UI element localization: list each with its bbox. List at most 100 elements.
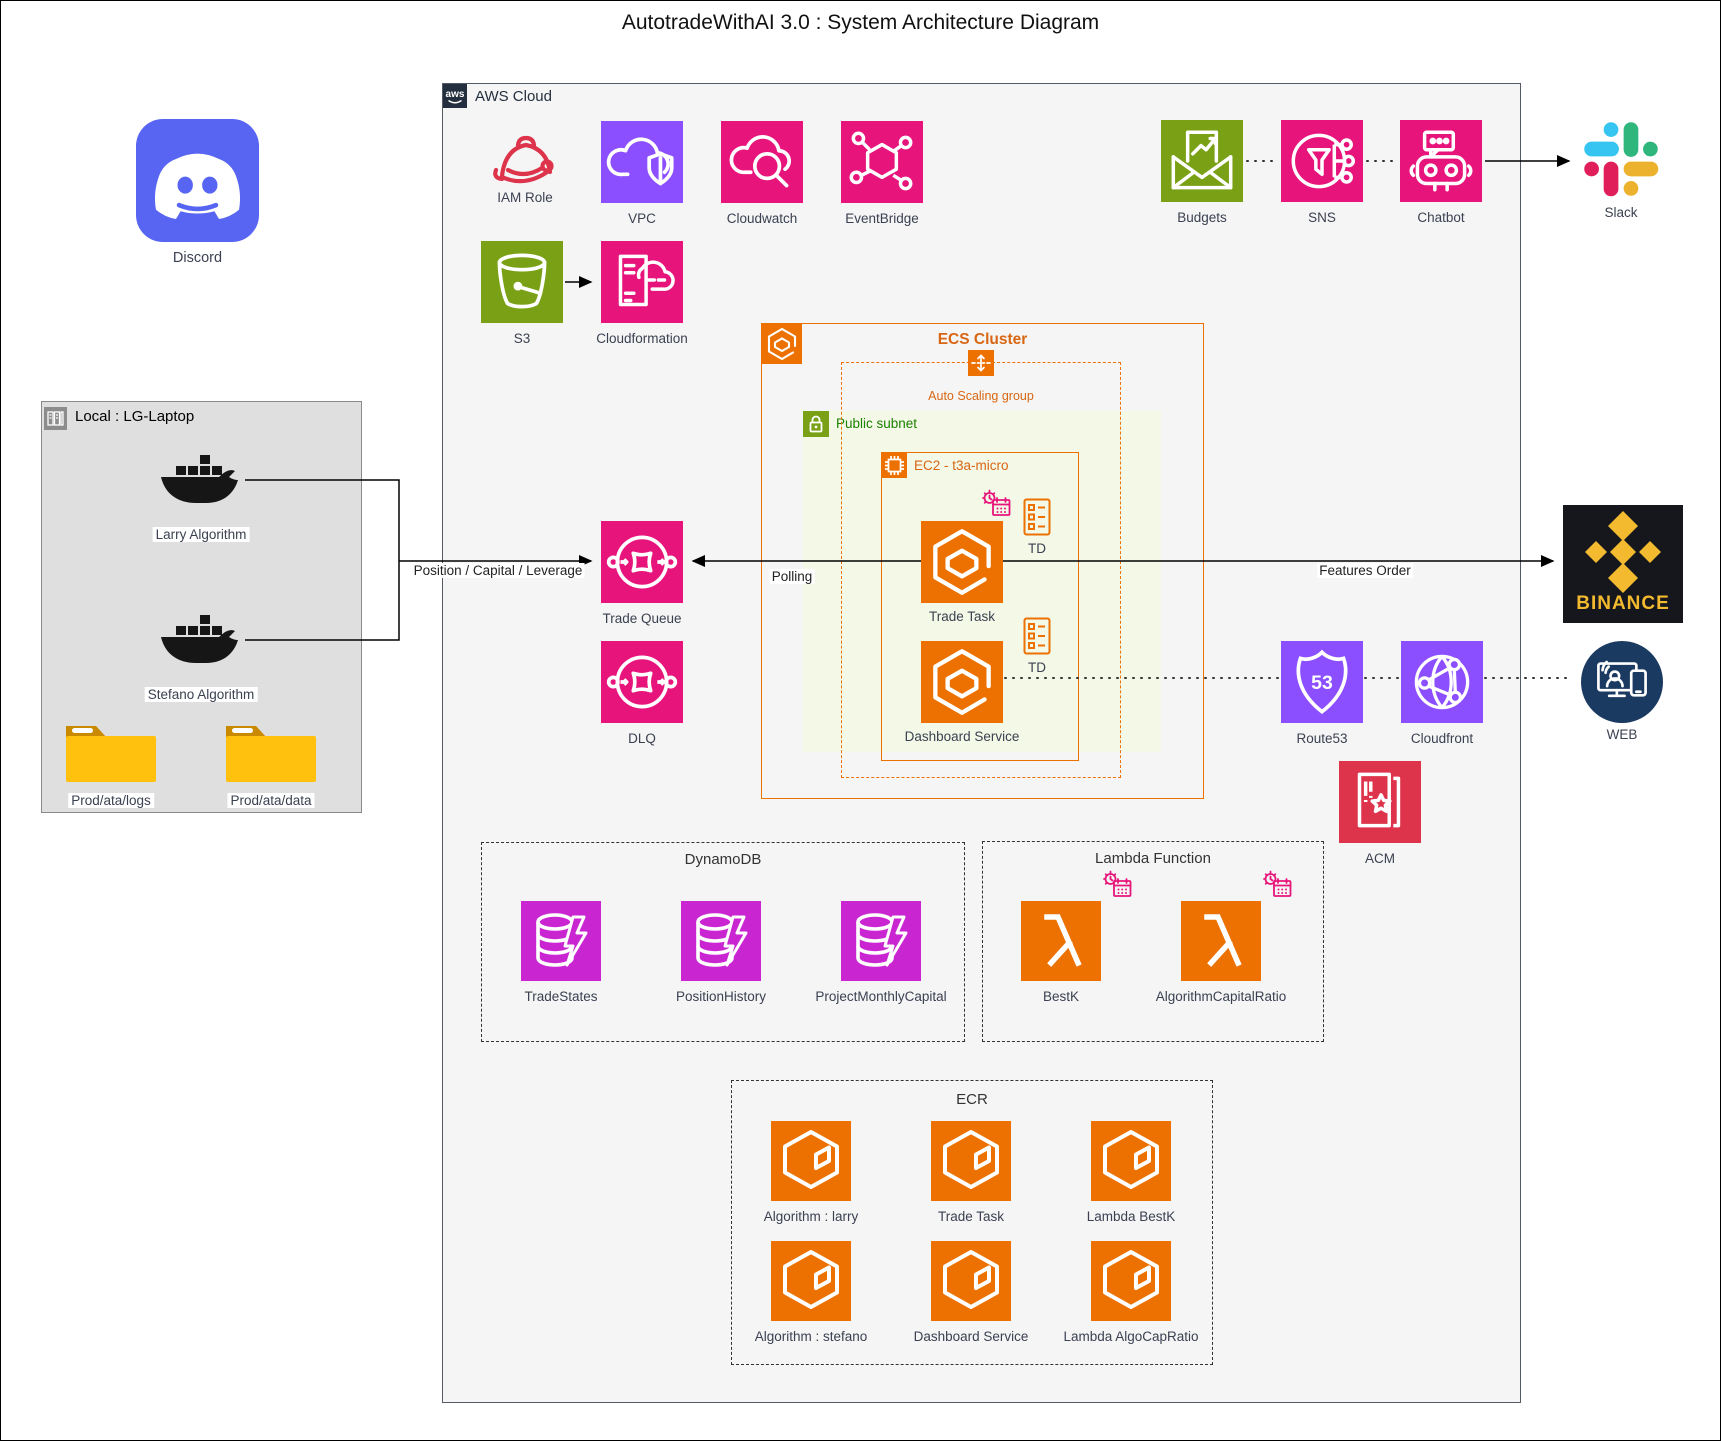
web-node: WEB [1581,641,1663,742]
cloudformation-node: Cloudformation [596,241,688,346]
dynamodb-table-icon [681,901,761,981]
dlq-label: DLQ [628,731,656,746]
docker-icon [161,615,238,663]
ecr-algorithm-stefano-label: Algorithm : stefano [754,1329,868,1344]
ecr-lambda-algocapratio-label: Lambda AlgoCapRatio [1063,1329,1199,1344]
binance-icon: BINANCE [1563,505,1683,623]
lambda-container: Lambda Function [982,841,1324,1042]
stefano-algorithm-label: Stefano Algorithm [144,687,258,702]
trade-task-label: Trade Task [928,609,996,624]
edge-label-polling: Polling [769,569,815,584]
folder-icon [66,726,156,782]
positionhistory-label: PositionHistory [675,989,767,1004]
diagram-title: AutotradeWithAI 3.0 : System Architectur… [621,11,1100,34]
ecr-container: ECR [731,1080,1213,1365]
local-laptop-label: Local : LG-Laptop [75,408,195,425]
ecr-repo-icon [1091,1121,1171,1201]
bestk-label: BestK [1042,989,1080,1004]
ecr-dashboard-service-label: Dashboard Service [913,1329,1029,1344]
sns-label: SNS [1308,210,1336,225]
public-subnet-badge-icon [803,411,829,437]
acm-node: ACM [1339,761,1421,866]
trade-task-icon [921,521,1003,603]
dynamodb-table-icon [841,901,921,981]
ecr-trade-task-node: Trade Task [931,1121,1011,1224]
ecr-repo-icon [931,1121,1011,1201]
task-definition-top-label: TD [1028,541,1046,556]
scheduler-icon-bestk [1102,870,1132,900]
ec2-title: EC2 - t3a-micro [914,458,1009,473]
iam-role-node: IAM Role [483,125,567,205]
slack-label: Slack [1604,205,1638,220]
auto-scaling-badge-icon [968,350,994,376]
sqs-dlq-icon [601,641,683,723]
acm-label: ACM [1365,851,1395,866]
ecr-repo-icon [931,1241,1011,1321]
web-icon [1581,641,1663,723]
discord-icon [136,119,259,242]
route53-node: 53 Route53 [1281,641,1363,746]
cloudwatch-icon [721,121,803,203]
cloudfront-label: Cloudfront [1410,731,1474,746]
cloudformation-icon [601,241,683,323]
task-definition-bottom-icon [1023,617,1051,655]
lambda-algorithmcapitalratio-node: AlgorithmCapitalRatio [1156,901,1286,1004]
ecr-lambda-bestk-label: Lambda BestK [1086,1209,1176,1224]
ecr-lambda-bestk-node: Lambda BestK [1087,1121,1175,1224]
vpc-label: VPC [628,211,656,226]
lambda-icon [1181,901,1261,981]
task-definition-top-node: TD [1023,498,1051,556]
trade-task-node: Trade Task [921,521,1003,624]
ecr-dashboard-service-node: Dashboard Service [914,1241,1028,1344]
ecs-cluster-badge-icon [762,324,802,364]
dlq-node: DLQ [601,641,683,746]
trade-queue-node: Trade Queue [601,521,683,626]
dynamodb-table-icon [521,901,601,981]
route53-label: Route53 [1296,731,1348,746]
eventbridge-label: EventBridge [845,211,919,226]
dynamodb-positionhistory-node: PositionHistory [676,901,766,1004]
ecr-algorithm-stefano-node: Algorithm : stefano [755,1241,867,1344]
binance-wordmark: BINANCE [1576,593,1670,614]
cloudwatch-label: Cloudwatch [726,211,798,226]
cloudfront-node: Cloudfront [1401,641,1483,746]
scheduler-icon-algocapratio [1262,870,1292,900]
vpc-node: VPC [601,121,683,226]
chatbot-label: Chatbot [1417,210,1465,225]
task-definition-top-icon [1023,498,1051,536]
dynamodb-tradestates-node: TradeStates [521,901,601,1004]
cloudwatch-node: Cloudwatch [721,121,803,226]
lambda-title: Lambda Function [1095,850,1211,867]
discord-label: Discord [172,250,223,266]
slack-icon [1579,117,1663,201]
folder-logs-label: Prod/ata/logs [68,793,154,808]
larry-algorithm-node: Larry Algorithm [152,447,250,542]
iam-role-icon [493,135,554,184]
tradestates-label: TradeStates [524,989,598,1004]
public-subnet-label: Public subnet [836,416,918,431]
sns-icon [1281,120,1363,202]
budgets-label: Budgets [1177,210,1227,225]
ecr-algorithm-larry-label: Algorithm : larry [763,1209,859,1224]
sns-node: SNS [1281,120,1363,225]
folder-icon [226,726,316,782]
eventbridge-node: EventBridge [841,121,923,226]
chatbot-node: Chatbot [1400,120,1482,225]
folder-data-node: Prod/ata/data [221,717,321,808]
projectmonthlycapital-label: ProjectMonthlyCapital [815,989,947,1004]
chatbot-icon [1400,120,1482,202]
svg-text:53: 53 [1311,672,1333,694]
dynamodb-title: DynamoDB [684,851,762,868]
dashboard-service-icon [921,641,1003,723]
ec2-badge-icon [882,453,907,478]
slack-node: Slack [1579,117,1663,220]
ecr-lambda-algocapratio-node: Lambda AlgoCapRatio [1063,1241,1199,1344]
task-definition-bottom-label: TD [1028,660,1046,675]
ecr-trade-task-label: Trade Task [937,1209,1005,1224]
web-label: WEB [1606,727,1638,742]
acm-icon [1339,761,1421,843]
edge-label-features: Features Order [1317,563,1413,578]
cloudfront-icon [1401,641,1483,723]
s3-label: S3 [513,331,531,346]
